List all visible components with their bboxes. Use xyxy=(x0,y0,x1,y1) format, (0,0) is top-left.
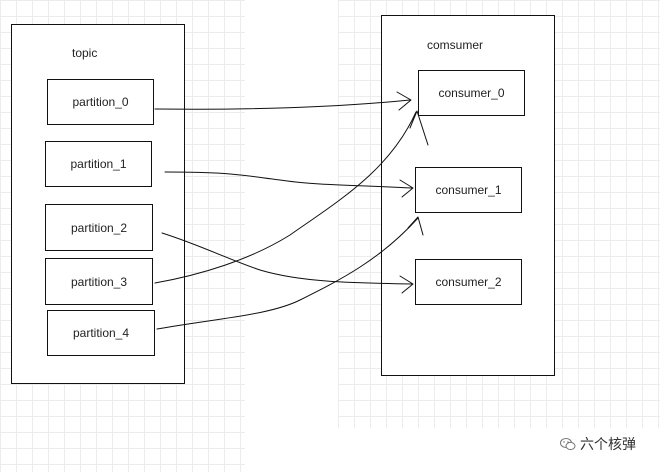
partition-4-box: partition_4 xyxy=(47,310,155,356)
partition-0-box: partition_0 xyxy=(47,79,154,125)
arrow-partition-1-to-consumer-1 xyxy=(164,171,413,189)
watermark-text: 六个核弹 xyxy=(580,437,636,453)
arrow-partition-0-to-consumer-0 xyxy=(154,99,411,110)
consumer-1-box: consumer_1 xyxy=(415,167,522,213)
topic-label: topic xyxy=(72,46,98,60)
arrow-partition-2-to-consumer-2 xyxy=(161,232,413,285)
consumer-group-label: comsumer xyxy=(427,38,484,52)
partition-1-box: partition_1 xyxy=(45,141,152,187)
arrowhead-consumer-0-top xyxy=(396,91,412,111)
consumer-0-box: consumer_0 xyxy=(418,70,525,116)
arrow-partition-3-to-consumer-0 xyxy=(154,111,417,284)
watermark: 六个核弹 xyxy=(560,434,636,454)
arrowhead-consumer-1-left xyxy=(399,179,414,198)
arrow-partition-4-to-consumer-1 xyxy=(156,217,419,330)
arrowhead-consumer-2-left xyxy=(399,275,414,294)
consumer-2-box: consumer_2 xyxy=(415,259,522,305)
arrowhead-consumer-0-bottom xyxy=(409,110,429,146)
wechat-bubble-icon xyxy=(560,437,576,451)
partition-2-box: partition_2 xyxy=(45,204,153,251)
arrowhead-consumer-1-bottom xyxy=(407,216,424,236)
partition-3-box: partition_3 xyxy=(45,258,153,305)
